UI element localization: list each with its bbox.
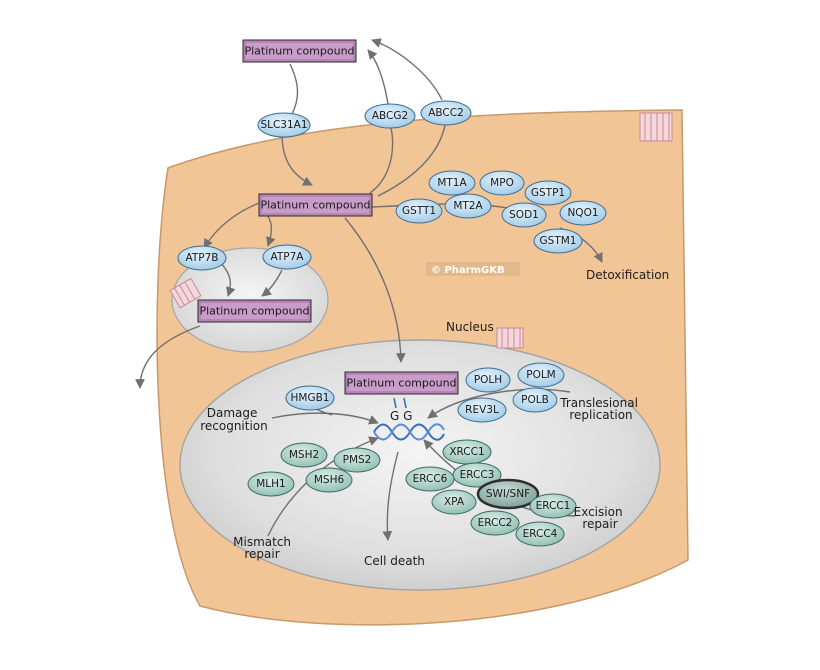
gene-ercc4[interactable]: ERCC4 xyxy=(515,521,565,547)
svg-text:REV3L: REV3L xyxy=(465,404,499,416)
gene-polm[interactable]: POLM xyxy=(517,362,565,388)
dna-helix-icon xyxy=(373,397,445,441)
svg-text:GSTT1: GSTT1 xyxy=(402,205,436,217)
gene-pms2[interactable]: PMS2 xyxy=(333,447,381,473)
svg-text:MPO: MPO xyxy=(490,177,514,189)
svg-text:XPA: XPA xyxy=(444,496,465,508)
svg-text:ATP7A: ATP7A xyxy=(271,251,305,263)
svg-text:MT1A: MT1A xyxy=(437,177,467,189)
svg-text:GSTP1: GSTP1 xyxy=(531,187,565,199)
svg-text:MSH6: MSH6 xyxy=(314,474,345,486)
compound-box-extracellular: Platinum compound xyxy=(242,39,357,63)
gene-mpo[interactable]: MPO xyxy=(479,170,525,196)
excision-repair-label: Excision repair xyxy=(574,505,627,531)
gene-abcg2[interactable]: ABCG2 xyxy=(364,103,416,129)
watermark-badge xyxy=(426,262,520,276)
gene-xpa[interactable]: XPA xyxy=(431,489,477,515)
gene-slc31a1[interactable]: SLC31A1 xyxy=(257,112,311,138)
svg-text:SLC31A1: SLC31A1 xyxy=(260,119,307,131)
svg-text:HMGB1: HMGB1 xyxy=(291,392,330,404)
translesional-replication-label: Translesional replication xyxy=(559,396,641,422)
membrane-channel-icon xyxy=(639,112,673,142)
guanine-pair-label: G G xyxy=(390,409,412,423)
compound-box-cytoplasm: Platinum compound xyxy=(258,193,373,217)
svg-text:SWI/SNF: SWI/SNF xyxy=(486,488,530,500)
gene-rev3l[interactable]: REV3L xyxy=(457,397,507,423)
gene-gstp1[interactable]: GSTP1 xyxy=(524,180,572,206)
svg-text:ATP7B: ATP7B xyxy=(186,252,219,264)
gene-mt1a[interactable]: MT1A xyxy=(428,170,476,196)
gene-atp7b[interactable]: ATP7B xyxy=(177,245,227,271)
svg-text:ERCC6: ERCC6 xyxy=(413,473,448,485)
nucleus-label: Nucleus xyxy=(446,320,494,334)
svg-text:SOD1: SOD1 xyxy=(509,209,539,221)
gene-ercc2[interactable]: ERCC2 xyxy=(470,510,520,536)
golgi-channel-icon xyxy=(169,277,202,309)
gene-ercc1[interactable]: ERCC1 xyxy=(529,493,577,519)
svg-text:ERCC4: ERCC4 xyxy=(523,528,558,540)
gene-msh2[interactable]: MSH2 xyxy=(280,442,328,468)
cell-death-label: Cell death xyxy=(364,554,425,568)
damage-recognition-label: Damage recognition xyxy=(200,406,268,433)
gene-mt2a[interactable]: MT2A xyxy=(444,193,492,219)
svg-text:ERCC2: ERCC2 xyxy=(478,517,513,529)
compound-box-golgi: Platinum compound xyxy=(197,299,312,323)
gene-xrcc1[interactable]: XRCC1 xyxy=(442,439,492,465)
gene-mlh1[interactable]: MLH1 xyxy=(247,471,295,497)
svg-text:NQO1: NQO1 xyxy=(567,207,598,219)
gene-msh6[interactable]: MSH6 xyxy=(305,467,353,493)
compound-box-nucleus: Platinum compound xyxy=(344,371,459,395)
gene-ercc6[interactable]: ERCC6 xyxy=(405,466,455,492)
svg-text:ABCG2: ABCG2 xyxy=(372,110,408,122)
svg-text:MSH2: MSH2 xyxy=(289,449,319,461)
svg-text:ABCC2: ABCC2 xyxy=(428,107,464,119)
gene-polb[interactable]: POLB xyxy=(512,387,558,413)
svg-text:ERCC3: ERCC3 xyxy=(460,469,495,481)
svg-text:Platinum compound: Platinum compound xyxy=(244,45,354,58)
gene-gstm1[interactable]: GSTM1 xyxy=(533,228,583,254)
svg-text:PMS2: PMS2 xyxy=(343,454,372,466)
gene-nqo1[interactable]: NQO1 xyxy=(559,200,607,226)
svg-text:POLH: POLH xyxy=(474,374,502,386)
gene-hmgb1[interactable]: HMGB1 xyxy=(285,385,335,411)
svg-text:Platinum compound: Platinum compound xyxy=(260,199,370,212)
svg-text:Platinum compound: Platinum compound xyxy=(199,305,309,318)
svg-text:POLB: POLB xyxy=(521,394,549,406)
svg-text:GSTM1: GSTM1 xyxy=(540,235,577,247)
nuclear-pore-icon xyxy=(496,327,524,349)
svg-text:MLH1: MLH1 xyxy=(256,478,286,490)
svg-text:XRCC1: XRCC1 xyxy=(449,446,484,458)
svg-text:Platinum compound: Platinum compound xyxy=(346,377,456,390)
gene-sod1[interactable]: SOD1 xyxy=(501,202,547,228)
svg-text:POLM: POLM xyxy=(526,369,556,381)
gene-polh[interactable]: POLH xyxy=(465,367,511,393)
detoxification-label: Detoxification xyxy=(586,268,669,282)
gene-abcc2[interactable]: ABCC2 xyxy=(420,100,472,126)
mismatch-repair-label: Mismatch repair xyxy=(233,535,295,561)
watermark: © PharmGKB xyxy=(431,265,505,276)
svg-text:MT2A: MT2A xyxy=(453,200,483,212)
gene-atp7a[interactable]: ATP7A xyxy=(262,244,312,270)
gene-swi-snf[interactable]: SWI/SNF xyxy=(476,478,540,510)
svg-text:ERCC1: ERCC1 xyxy=(536,500,571,512)
gene-gstt1[interactable]: GSTT1 xyxy=(395,198,443,224)
